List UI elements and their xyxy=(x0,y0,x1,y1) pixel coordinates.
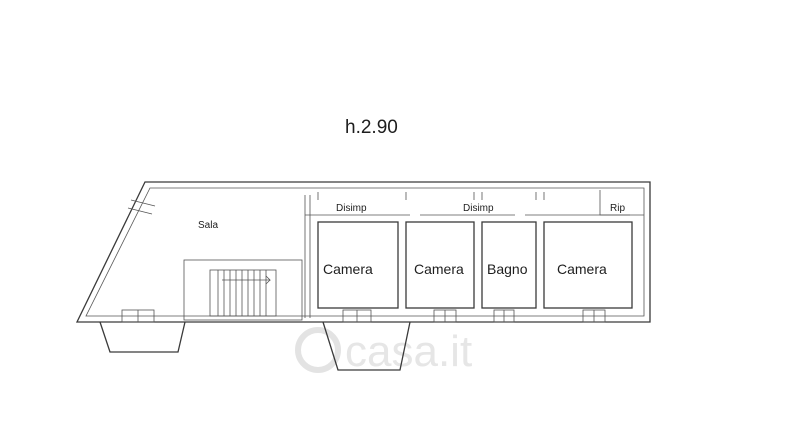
room-camera-2 xyxy=(405,221,475,309)
watermark: casa.it xyxy=(295,327,472,376)
room-camera-1 xyxy=(317,221,399,309)
room-label-sala: Sala xyxy=(198,220,218,231)
ceiling-height-label: h.2.90 xyxy=(345,117,398,138)
room-label-rip: Rip xyxy=(610,203,625,214)
room-rip xyxy=(599,190,644,216)
outer-wall xyxy=(75,181,651,323)
room-camera-3 xyxy=(543,221,633,309)
room-bagno xyxy=(481,221,537,309)
room-label-camera-2: Camera xyxy=(414,261,464,277)
room-label-camera-3: Camera xyxy=(557,261,607,277)
windows xyxy=(121,309,606,323)
room-label-disimp-1: Disimp xyxy=(336,203,367,214)
balcony-left xyxy=(99,321,186,353)
window-left-wall xyxy=(127,199,156,215)
partition-walls xyxy=(304,192,545,318)
staircase xyxy=(183,259,303,321)
room-label-camera-1: Camera xyxy=(323,261,373,277)
room-label-disimp-2: Disimp xyxy=(463,203,494,214)
watermark-logo-icon xyxy=(295,327,341,373)
balcony-center xyxy=(322,321,411,371)
watermark-text: casa.it xyxy=(345,327,472,376)
outer-wall-inner-line xyxy=(85,187,645,317)
room-label-bagno: Bagno xyxy=(487,261,528,277)
